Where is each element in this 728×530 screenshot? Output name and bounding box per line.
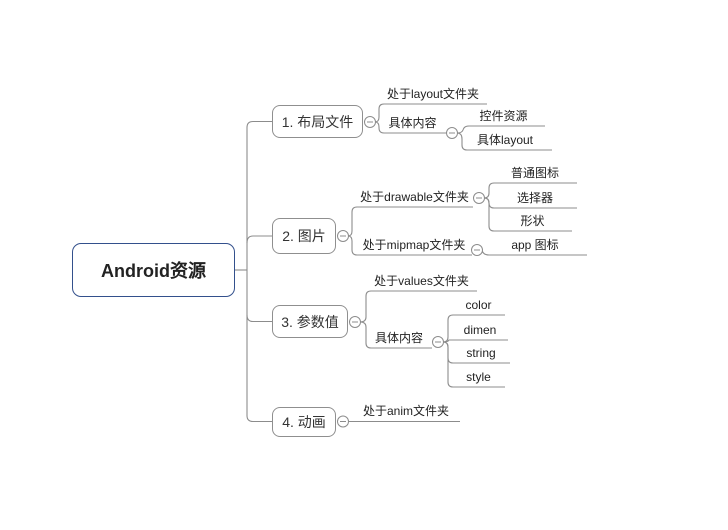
node-style[interactable]: style	[466, 370, 491, 384]
node-color[interactable]: color	[465, 298, 492, 312]
node-values-folder[interactable]: 处于values文件夹	[374, 274, 469, 288]
collapse-icon[interactable]	[337, 415, 349, 428]
connector-b3-up	[359, 290, 477, 323]
connector-drawable-3	[483, 197, 572, 232]
node-drawable-folder[interactable]: 处于drawable文件夹	[360, 190, 469, 204]
connector-b1-down	[374, 121, 446, 134]
node-selector[interactable]: 选择器	[516, 191, 553, 205]
node-shape[interactable]: 形状	[520, 214, 545, 228]
node-concrete-layout[interactable]: 具体layout	[476, 133, 534, 147]
collapse-icon[interactable]	[446, 127, 458, 139]
node-app-icon[interactable]: app 图标	[511, 238, 559, 252]
root-node-android-resources[interactable]: Android资源	[72, 243, 235, 297]
connector-b3c-2	[442, 339, 508, 343]
node-string[interactable]: string	[466, 346, 496, 360]
collapse-icon[interactable]	[364, 116, 376, 128]
collapse-icon[interactable]	[337, 230, 349, 242]
node-layout-folder[interactable]: 处于layout文件夹	[386, 87, 480, 101]
node-mipmap-folder[interactable]: 处于mipmap文件夹	[362, 238, 466, 252]
connector-lines	[235, 103, 587, 423]
connector-trunk	[246, 120, 272, 423]
connector-b1c-down	[456, 132, 552, 151]
node-normal-icon[interactable]: 普通图标	[510, 166, 559, 180]
node-dimen[interactable]: dimen	[463, 323, 497, 337]
connector-branch3	[246, 314, 272, 323]
branch-node-images[interactable]: 2. 图片	[272, 218, 336, 254]
connector-branch2	[246, 235, 272, 244]
connector-b3c-4	[442, 341, 505, 388]
collapse-icon[interactable]	[349, 316, 361, 328]
connector-b3-down	[359, 321, 432, 349]
node-anim-folder[interactable]: 处于anim文件夹	[362, 404, 449, 418]
connector-drawable-1	[483, 182, 577, 199]
connector-b1c-up	[456, 125, 545, 134]
branch-node-animation[interactable]: 4. 动画	[272, 407, 336, 437]
connector-b2-down	[347, 235, 472, 256]
connector-b1-up	[374, 103, 487, 123]
connector-b2-up	[347, 206, 473, 237]
collapse-icon[interactable]	[471, 244, 483, 256]
branch-node-values[interactable]: 3. 参数值	[272, 305, 348, 338]
node-concrete-content-2[interactable]: 具体内容	[374, 331, 423, 345]
branch-node-layout-files[interactable]: 1. 布局文件	[272, 105, 363, 138]
node-widget-resources[interactable]: 控件资源	[479, 109, 528, 123]
collapse-icon[interactable]	[473, 192, 485, 204]
node-concrete-content-1[interactable]: 具体内容	[388, 116, 437, 130]
collapse-icon[interactable]	[432, 336, 444, 348]
